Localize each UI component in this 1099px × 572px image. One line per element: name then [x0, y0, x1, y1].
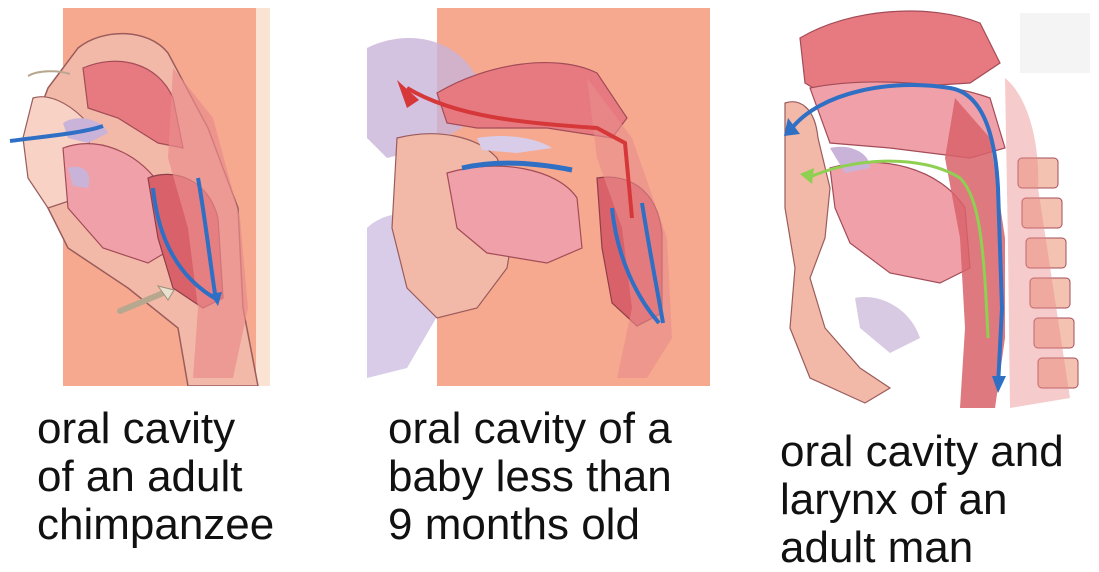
caption-line: oral cavity [37, 405, 274, 453]
adult-man-head-section [770, 8, 1095, 416]
chimpanzee-illustration [8, 8, 270, 386]
caption-line: oral cavity of a [388, 405, 672, 453]
adult-man-illustration [770, 8, 1095, 416]
chimpanzee-head-section [8, 8, 270, 386]
caption-line: of an adult [37, 453, 274, 501]
caption-chimpanzee: oral cavity of an adult chimpanzee [37, 405, 274, 549]
baby-illustration [367, 8, 710, 386]
caption-line: 9 months old [388, 501, 672, 549]
caption-line: larynx of an [780, 476, 1064, 524]
caption-baby: oral cavity of a baby less than 9 months… [388, 405, 672, 549]
caption-line: baby less than [388, 453, 672, 501]
baby-head-section [367, 8, 710, 386]
caption-line: adult man [780, 524, 1064, 572]
caption-line: oral cavity and [780, 428, 1064, 476]
caption-line: chimpanzee [37, 501, 274, 549]
caption-adult-man: oral cavity and larynx of an adult man [780, 428, 1064, 572]
